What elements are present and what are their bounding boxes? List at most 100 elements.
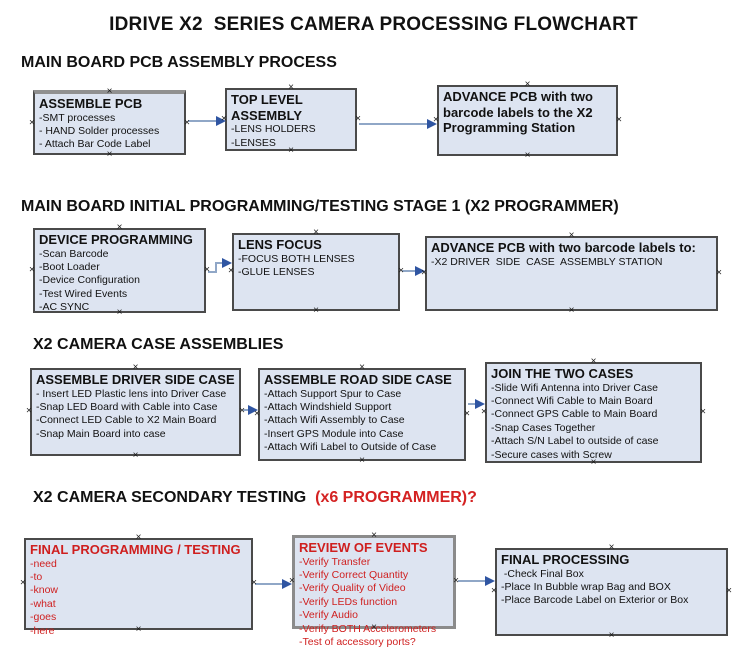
connection-point-icon: ×: [433, 114, 439, 125]
connector-line: [243, 409, 250, 411]
arrowhead-icon: [282, 579, 292, 589]
process-box: LENS FOCUS-FOCUS BOTH LENSES-GLUE LENSES…: [228, 228, 404, 316]
process-box-item: -Insert GPS Module into Case: [264, 427, 404, 440]
connection-point-icon: ×: [568, 305, 575, 316]
connection-point-icon: ×: [700, 406, 706, 417]
process-box-item: -what: [30, 597, 56, 610]
connector-line: [255, 583, 284, 585]
connection-point-icon: ×: [239, 405, 245, 417]
connection-point-icon: ×: [228, 265, 234, 277]
process-box-title: REVIEW OF EVENTS: [299, 540, 428, 555]
process-box-item: -X2 DRIVER SIDE CASE ASSEMBLY STATION: [431, 255, 663, 268]
connection-point-icon: ×: [20, 577, 26, 589]
process-box-item: -Snap Main Board into case: [36, 427, 166, 440]
connection-point-icon: ×: [590, 356, 597, 367]
process-box-item: -Verify Transfer: [299, 555, 371, 568]
process-box: ASSEMBLE ROAD SIDE CASE-Attach Support S…: [254, 363, 470, 466]
process-box-title: JOIN THE TWO CASES: [491, 366, 634, 381]
connection-point-icon: ×: [359, 362, 365, 373]
process-box-item: -Secure cases with Screw: [491, 448, 612, 461]
arrowhead-icon: [248, 405, 258, 415]
process-box: FINAL PROCESSING -Check Final Box-Place …: [491, 543, 732, 641]
connection-point-icon: ×: [616, 114, 622, 125]
connection-point-icon: ×: [590, 457, 597, 468]
connection-point-icon: ×: [313, 305, 319, 316]
connector-line: [402, 270, 417, 272]
process-box-item: -Attach Wifi Assembly to Case: [264, 414, 405, 427]
process-box-item: -goes: [30, 611, 57, 624]
connection-point-icon: ×: [29, 117, 35, 128]
connection-point-icon: ×: [221, 113, 227, 124]
connection-point-icon: ×: [453, 575, 459, 587]
process-box-item: - HAND Solder processes: [39, 125, 160, 138]
process-box-item: -Verify BOTH Accelerometers: [299, 622, 437, 635]
process-box-item: - Attach Bar Code Label: [39, 138, 151, 151]
connection-point-icon: ×: [371, 622, 377, 633]
process-box-item: -Test of accessory ports?: [299, 636, 416, 649]
connection-point-icon: ×: [254, 408, 260, 419]
process-box-item: -Snap LED Board with Cable into Case: [36, 401, 218, 414]
connection-point-icon: ×: [313, 227, 319, 238]
connection-point-icon: ×: [29, 264, 35, 275]
section-heading: MAIN BOARD PCB ASSEMBLY PROCESS: [21, 54, 337, 72]
process-box-item: - Insert LED Plastic lens into Driver Ca…: [36, 387, 227, 400]
connection-point-icon: ×: [26, 405, 32, 417]
process-box: DEVICE PROGRAMMING-Scan Barcode-Boot Loa…: [29, 223, 210, 318]
connector-line: [359, 123, 428, 125]
connection-point-icon: ×: [608, 542, 615, 553]
process-box-title: DEVICE PROGRAMMING: [39, 232, 193, 247]
process-box-item: -Place In Bubble wrap Bag and BOX: [501, 581, 671, 594]
connection-point-icon: ×: [421, 267, 427, 278]
connection-point-icon: ×: [481, 406, 487, 417]
arrowhead-icon: [415, 266, 425, 276]
connection-point-icon: ×: [288, 145, 294, 156]
process-box-title: LENS FOCUS: [238, 237, 322, 252]
process-box-title: FINAL PROGRAMMING / TESTING: [30, 542, 241, 557]
process-box-item: -Connect Wifi Cable to Main Board: [491, 395, 653, 408]
process-box-title: ADVANCE PCB with two barcode labels to:: [431, 240, 696, 255]
process-box-item: -Verify Correct Quantity: [299, 569, 409, 582]
connection-point-icon: ×: [568, 230, 575, 241]
process-box-item: -Device Configuration: [39, 274, 140, 287]
process-box-item: -Verify Quality of Video: [299, 582, 406, 595]
process-box-item: -Attach Support Spur to Case: [264, 387, 402, 400]
process-box-item: -know: [30, 584, 59, 597]
connection-point-icon: ×: [132, 450, 139, 461]
process-box-title: ADVANCE PCB with two barcode labels to t…: [443, 89, 597, 136]
connector-line: [208, 271, 217, 273]
connection-point-icon: ×: [116, 222, 123, 233]
section-heading-accent: (x6 PROGRAMMER)?: [315, 489, 477, 506]
connection-point-icon: ×: [132, 362, 139, 373]
process-box-title: FINAL PROCESSING: [501, 552, 630, 567]
connection-point-icon: ×: [106, 86, 113, 97]
process-box-item: -Connect GPS Cable to Main Board: [491, 408, 658, 421]
connection-point-icon: ×: [135, 532, 142, 543]
connection-point-icon: ×: [524, 79, 531, 90]
connection-point-icon: ×: [251, 577, 257, 589]
connection-point-icon: ×: [524, 150, 531, 161]
process-box-item: -GLUE LENSES: [238, 266, 315, 279]
page-title: IDRIVE X2 SERIES CAMERA PROCESSING FLOWC…: [109, 14, 638, 35]
connection-point-icon: ×: [716, 267, 722, 278]
process-box: ADVANCE PCB with two barcode labels to t…: [433, 80, 622, 161]
process-box: TOP LEVEL ASSEMBLY-LENS HOLDERS-LENSES××…: [221, 83, 361, 156]
process-box-item: -need: [30, 557, 57, 570]
process-box-item: -here: [30, 624, 55, 637]
process-box-item: -LENSES: [231, 136, 276, 149]
connection-point-icon: ×: [135, 624, 142, 635]
section-heading-text: MAIN BOARD PCB ASSEMBLY PROCESS: [21, 54, 337, 71]
process-box-item: -Snap Cases Together: [491, 421, 596, 434]
process-box: REVIEW OF EVENTS-Verify Transfer-Verify …: [289, 531, 459, 649]
connection-point-icon: ×: [204, 264, 210, 275]
arrowhead-icon: [475, 399, 485, 409]
arrowhead-icon: [427, 119, 437, 129]
process-box-item: -Verify Audio: [299, 609, 358, 622]
connection-point-icon: ×: [359, 455, 365, 466]
process-box-item: -AC SYNC: [39, 301, 90, 314]
process-box-item: -Test Wired Events: [39, 287, 128, 300]
connection-point-icon: ×: [355, 113, 361, 124]
connection-point-icon: ×: [491, 585, 497, 597]
process-box: FINAL PROGRAMMING / TESTING-need-to-know…: [20, 533, 257, 637]
arrowhead-icon: [485, 576, 495, 586]
